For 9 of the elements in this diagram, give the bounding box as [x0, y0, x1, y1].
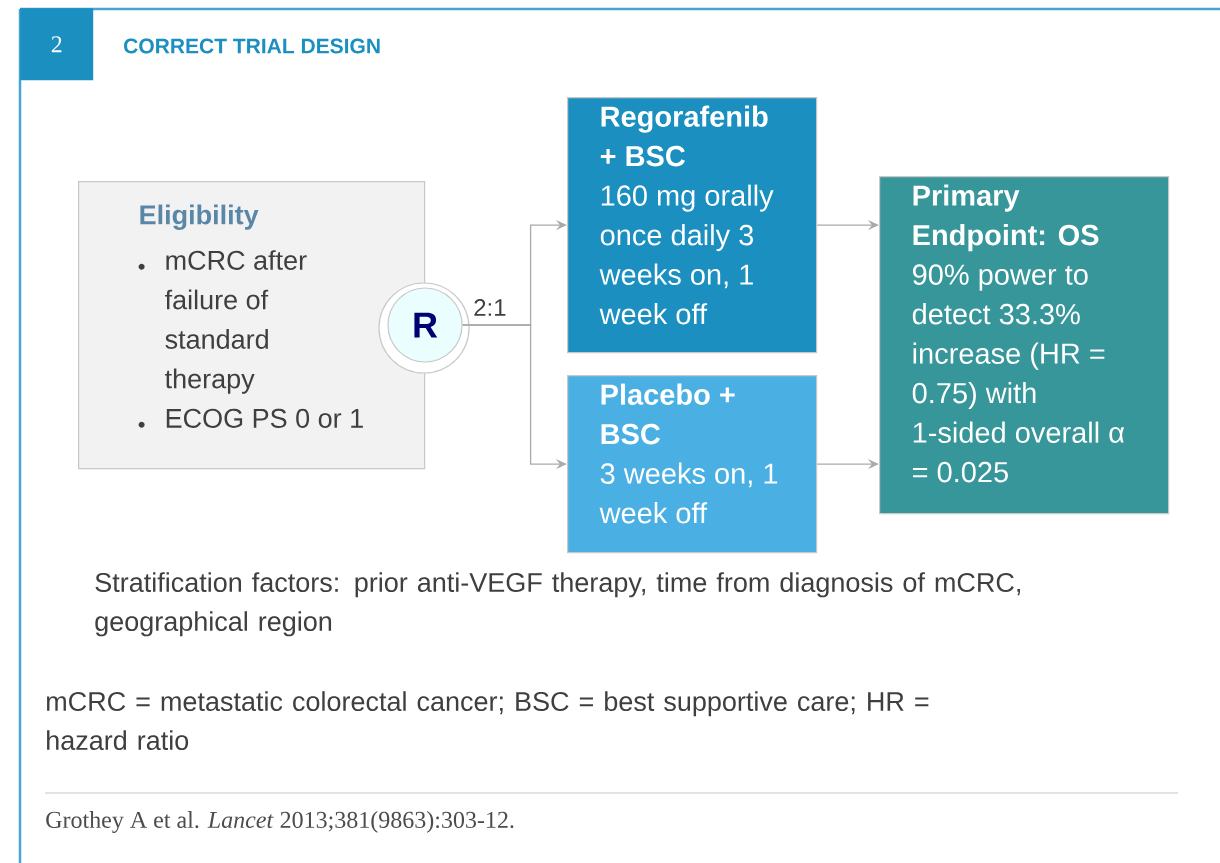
note-text: Stratification factors: prior anti-VEGF therapy, time from diagnosis of mCRC, geographical region: [95, 572, 1020, 637]
citation: Grothey A et al. Lancet 2013;381(9863):303-12.: [46, 811, 514, 833]
treatment-box: Placebo + BSC 3 weeks on, 1 week off: [567, 375, 818, 554]
endpoint-box: Primary Endpoint: OS 90% power to detect 33.3% increase (HR = 0.75) with 1-sided overall α = 0.025: [879, 176, 1170, 515]
treatment-box: Regorafenib + BSC 160 mg orally once daily 3 weeks on, 1 week off: [567, 97, 818, 354]
heading: CORRECT TRIAL DESIGN: [124, 38, 380, 54]
number-badge: 2: [20, 8, 94, 81]
abbreviation-text: mCRC = metastatic colorectal cancer; BSC = best supportive care; HR = hazard ratio: [47, 691, 929, 751]
ratio-label: 2:1: [474, 299, 506, 316]
